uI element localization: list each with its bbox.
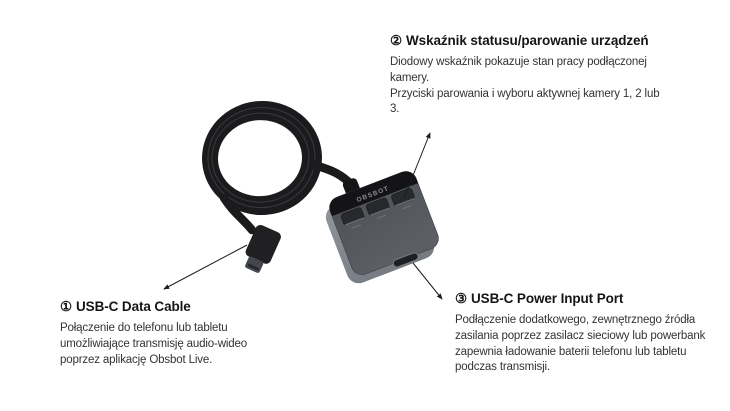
callout-body: Podłączenie dodatkowego, zewnętrznego źr… <box>455 313 705 376</box>
callout-line-3 <box>412 262 443 300</box>
usb-cable-coil <box>202 100 322 216</box>
button-label-mark-2 <box>376 214 387 220</box>
callout-text-line: umożliwiające transmisję audio-wideo <box>60 337 247 350</box>
callout-text-line: kamery. <box>390 71 429 84</box>
callout-text-line: Podłączenie dodatkowego, zewnętrznego źr… <box>455 314 696 326</box>
callout-text-line: Diodowy wskaźnik pokazuje stan pracy pod… <box>390 56 647 68</box>
callout-text-line: Połączenie do telefonu lub tabletu <box>60 322 228 334</box>
callout-body: Diodowy wskaźnik pokazuje stan pracy pod… <box>390 55 660 118</box>
receiver-device: OBSBOT <box>325 171 439 284</box>
usb-c-power-port <box>392 252 419 268</box>
callout-text-line: 3. <box>390 103 400 116</box>
device-top-strip <box>329 171 418 217</box>
usb-c-connector <box>245 224 281 273</box>
callout-text-line: Przyciski parowania i wyboru aktywnej ka… <box>390 87 660 100</box>
callout-text-line: zasilania poprzez zasilacz sieciowy lub … <box>455 329 706 342</box>
callout-line-2 <box>403 132 431 199</box>
button-label-mark-1 <box>351 224 362 229</box>
callout-number: ① <box>60 299 73 314</box>
callout-number: ② <box>390 33 403 48</box>
button-label-mark-3 <box>401 204 412 210</box>
callout-text-line: zapewnia ładowanie baterii telefonu lub … <box>455 345 687 358</box>
pairing-buttons <box>340 188 415 229</box>
callout-text-line: poprzez aplikację Obsbot Live. <box>60 353 213 366</box>
callout-text-line: podczas transmisji. <box>455 361 550 374</box>
callout-number: ③ <box>455 291 468 306</box>
callout-line-1 <box>163 244 248 290</box>
cable-to-plug <box>219 193 257 235</box>
callout-body: Połączenie do telefonu lub tabletu umożl… <box>60 321 247 368</box>
